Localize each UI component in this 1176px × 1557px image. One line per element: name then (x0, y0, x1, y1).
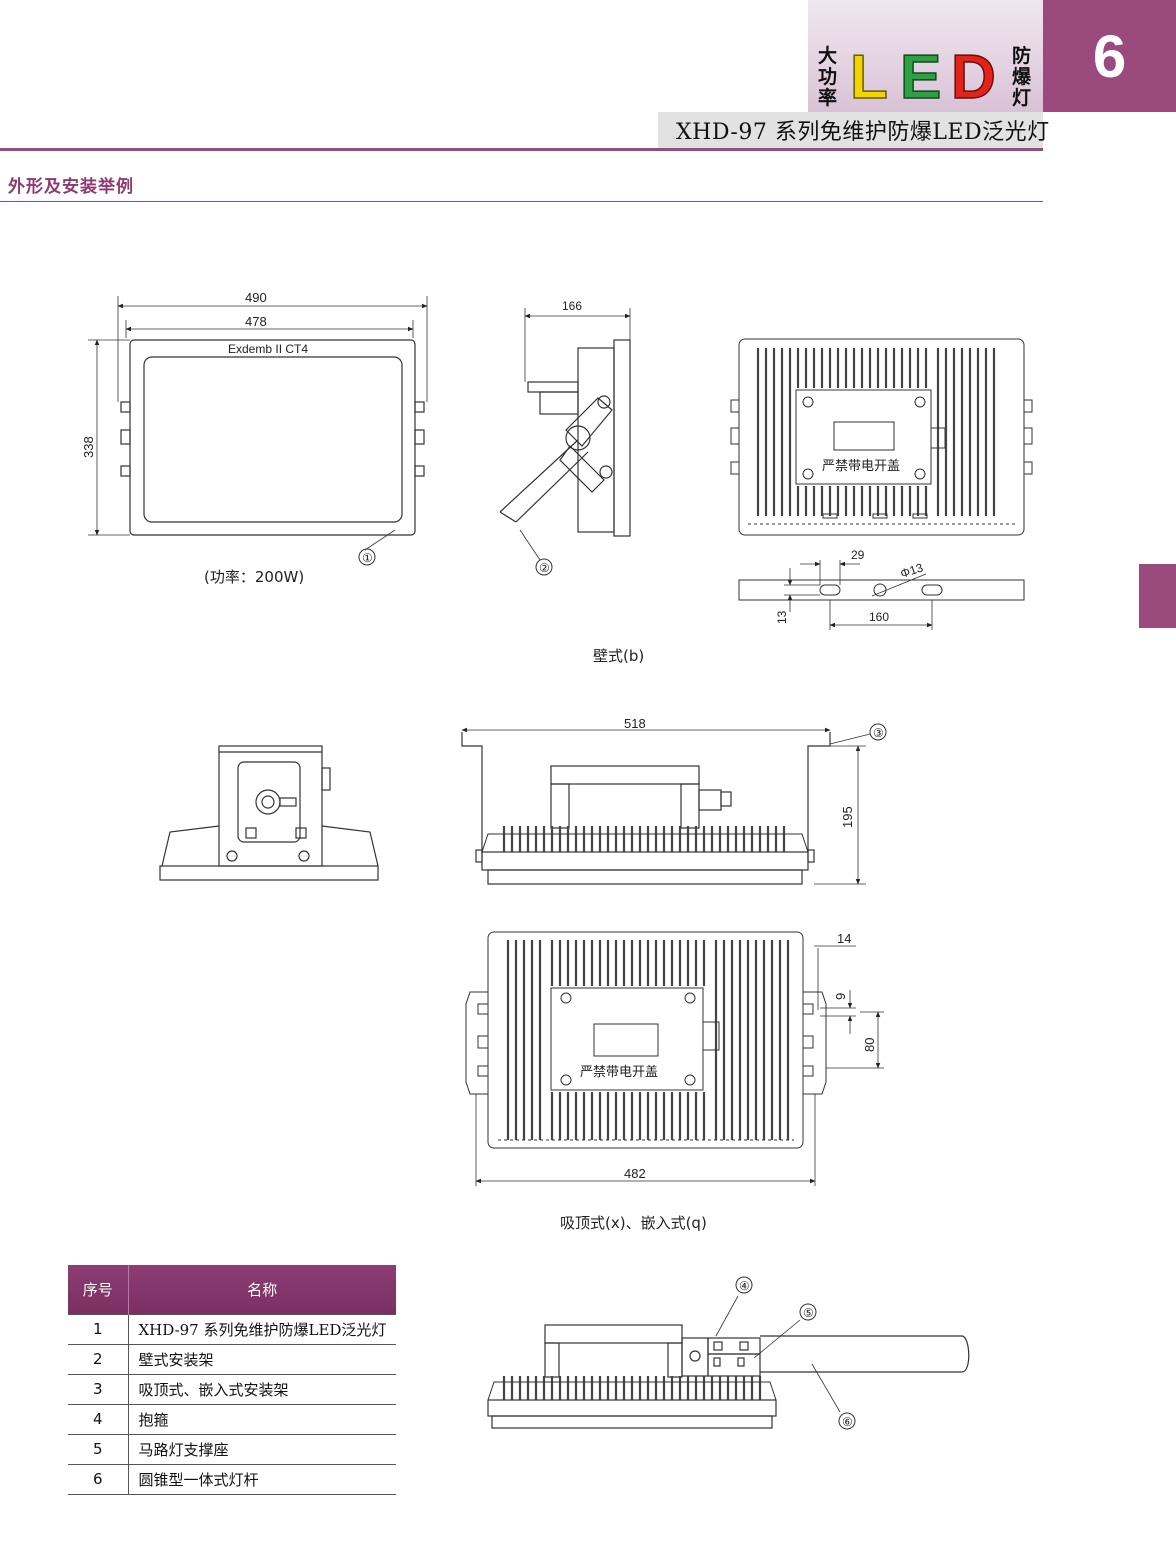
row-name: 圆锥型一体式灯杆 (128, 1464, 396, 1495)
dim-166: 166 (562, 299, 582, 313)
table-row: 3 吸顶式、嵌入式安装架 (68, 1374, 396, 1405)
dim-9: 9 (833, 993, 848, 1000)
section-rule (0, 201, 1043, 202)
back-view-wall (730, 338, 1033, 536)
row-no: 2 (68, 1344, 129, 1375)
ceiling-caption: 吸顶式(x)、嵌入式(q) (560, 1214, 707, 1232)
dim-478: 478 (245, 314, 267, 329)
dim-13: 13 (775, 610, 789, 624)
chapter-number: 6 (1092, 23, 1127, 90)
dim-phi13: Φ13 (899, 560, 925, 580)
table-row: 5 马路灯支撑座 (68, 1434, 396, 1465)
header-right-chars: 防 爆 灯 (1012, 46, 1038, 109)
power-label: (功率：200W) (204, 568, 304, 586)
dim-482: 482 (624, 1166, 646, 1181)
callout-1: ① (362, 551, 373, 565)
dim-160: 160 (869, 610, 889, 624)
dim-195: 195 (840, 806, 855, 828)
header-char: 功 (818, 66, 838, 88)
callout-3: ③ (873, 726, 884, 740)
row-no: 1 (68, 1313, 129, 1345)
table-row: 6 圆锥型一体式灯杆 (68, 1464, 396, 1495)
header-left-chars: 大 功 率 (818, 46, 844, 109)
table-header-row: 序号 名称 (68, 1265, 396, 1314)
warning-label-wall: 严禁带电开盖 (822, 459, 900, 474)
section-title: 外形及安装举例 (8, 177, 134, 197)
header-char: 大 (818, 45, 838, 67)
end-view-ceiling (159, 745, 379, 881)
side-view (499, 308, 631, 576)
led-letter-d: D (951, 46, 996, 104)
row-no: 5 (68, 1434, 129, 1465)
header-no: 序号 (68, 1265, 128, 1314)
row-no: 3 (68, 1374, 129, 1405)
parts-table: 序号 名称 1 XHD-97 系列免维护防爆LED泛光灯 2 壁式安装架 3 吸… (68, 1265, 396, 1495)
header-char: 率 (818, 87, 838, 109)
dim-490: 490 (245, 290, 267, 305)
callout-5: ⑤ (803, 1306, 814, 1320)
dim-518: 518 (624, 716, 646, 731)
dim-14: 14 (837, 931, 851, 946)
pole-mount-view (487, 1276, 970, 1430)
table-row: 2 壁式安装架 (68, 1344, 396, 1375)
header-rule (0, 148, 1043, 151)
chapter-box (1043, 0, 1176, 112)
row-name: 马路灯支撑座 (128, 1434, 396, 1465)
wall-caption: 壁式(b) (593, 647, 644, 665)
subtitle-band (658, 112, 1043, 148)
side-view-ceiling (461, 723, 887, 885)
callout-6: ⑥ (842, 1415, 853, 1429)
table-row: 4 抱箍 (68, 1404, 396, 1435)
row-name: 抱箍 (128, 1404, 396, 1435)
header-char: 爆 (1012, 66, 1032, 88)
side-tab (1139, 564, 1176, 628)
back-view-ceiling (465, 931, 884, 1186)
ex-marking: Exdemb II CT4 (228, 342, 308, 356)
bracket-plate (738, 560, 1025, 630)
dim-80: 80 (862, 1038, 877, 1052)
front-view (88, 296, 428, 566)
warning-label-ceiling: 严禁带电开盖 (580, 1065, 658, 1080)
dim-338: 338 (81, 436, 96, 458)
row-name: 吸顶式、嵌入式安装架 (128, 1374, 396, 1405)
header-name: 名称 (127, 1265, 396, 1314)
row-no: 4 (68, 1404, 129, 1435)
header-char: 灯 (1012, 87, 1032, 109)
header-char: 防 (1012, 45, 1032, 67)
page-subtitle: XHD-97 系列免维护防爆LED泛光灯 (676, 120, 1050, 145)
callout-2: ② (539, 561, 550, 575)
dim-29: 29 (851, 548, 865, 562)
row-name: XHD-97 系列免维护防爆LED泛光灯 (128, 1313, 396, 1345)
row-no: 6 (68, 1464, 129, 1495)
table-row: 1 XHD-97 系列免维护防爆LED泛光灯 (68, 1313, 396, 1345)
callout-4: ④ (739, 1279, 750, 1293)
led-logo: L E D (849, 46, 996, 104)
led-letter-l: L (850, 46, 888, 104)
header-band (808, 0, 1043, 112)
row-name: 壁式安装架 (128, 1344, 396, 1375)
led-letter-e: E (900, 46, 941, 104)
